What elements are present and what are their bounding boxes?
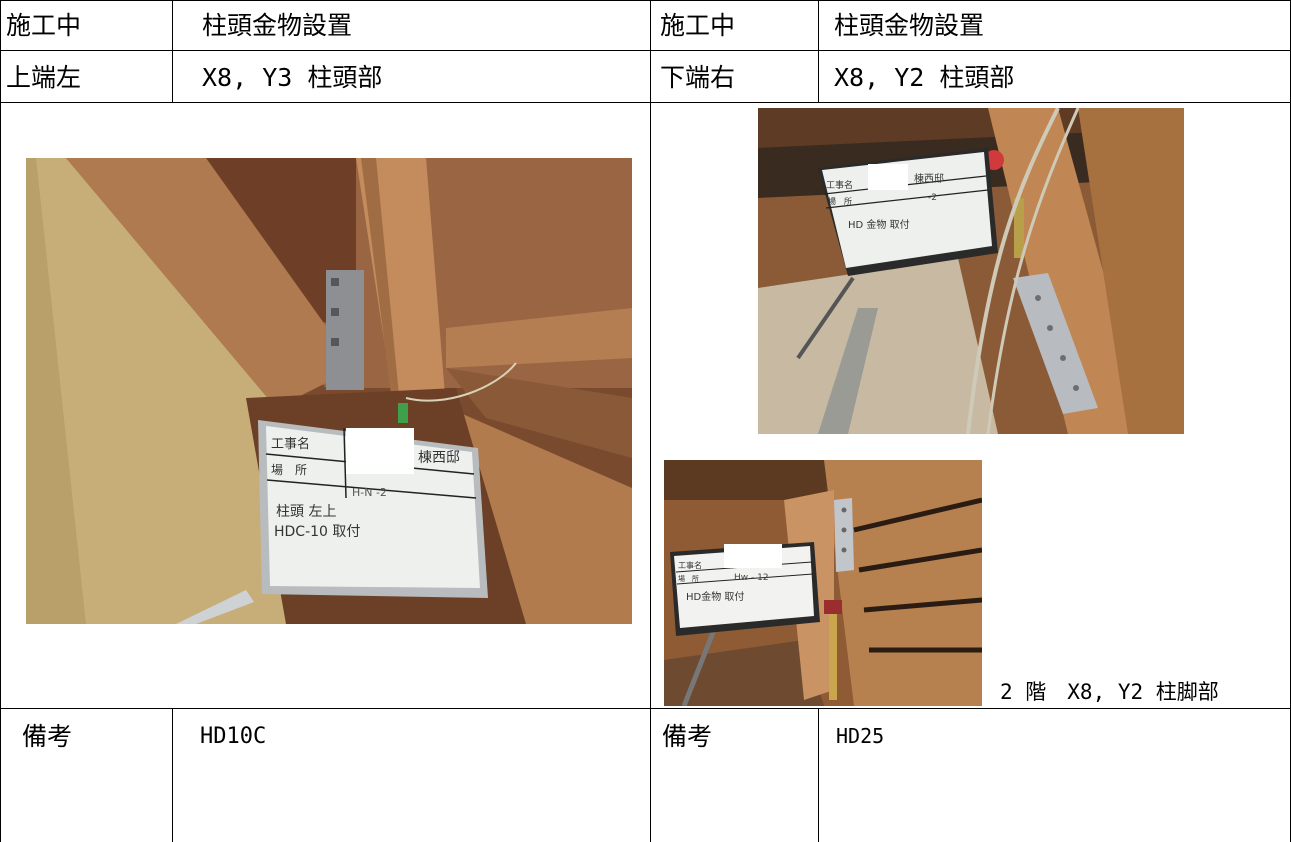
left-work: 柱頭金物設置 [202, 11, 353, 40]
right-bottom-board-title: 工事名 [678, 560, 702, 570]
left-board-note-1: 柱頭 左上 [276, 504, 336, 520]
right-bottom-board-note: HD金物 取付 [686, 590, 744, 603]
right-label-divider-top [818, 0, 819, 102]
right-top-board-place-label: 場 所 [828, 196, 852, 206]
left-label-divider-bottom [172, 708, 173, 842]
left-remarks-value: HD10C [200, 724, 267, 749]
right-top-board-note: HD 金物 取付 [848, 218, 910, 231]
left-board-place-label: 場 所 [271, 463, 307, 477]
row1-divider [0, 50, 1291, 51]
left-remarks-label: 備考 [22, 722, 73, 751]
left-border [0, 0, 1, 842]
left-position: 上端左 [6, 63, 82, 92]
top-border [0, 0, 1291, 1]
left-status: 施工中 [6, 11, 82, 40]
left-board-project: 棟西邸 [418, 450, 460, 466]
center-divider [650, 0, 651, 842]
left-board-place-value: H-N -2 [352, 486, 387, 499]
right-label-divider-bottom [818, 708, 819, 842]
right-top-board-title: 工事名 [826, 179, 853, 191]
right-remarks-label: 備考 [662, 722, 713, 751]
right-position: 下端右 [660, 63, 736, 92]
right-top-board-project: 棟西邸 [914, 172, 944, 185]
left-photo: 工事名 場 所 H-N -2 棟西邸 柱頭 左上 HDC-10 取付 [26, 158, 632, 624]
right-work: 柱頭金物設置 [834, 11, 985, 40]
left-board-note-2: HDC-10 取付 [274, 524, 360, 540]
row3-divider [0, 708, 1291, 709]
right-bottom-photo: 工事名 場 所 Hw - 12 HD金物 取付 [664, 460, 982, 706]
right-bottom-board-place-label: 場 所 [678, 574, 699, 583]
right-location: X8, Y2 柱頭部 [834, 63, 1015, 92]
right-top-board-place-value: -2 [928, 193, 937, 203]
left-location: X8, Y3 柱頭部 [202, 63, 383, 92]
left-label-divider-top [172, 0, 173, 102]
right-bottom-caption: 2 階 X8, Y2 柱脚部 [1000, 680, 1219, 704]
right-top-photo: 工事名 場 所 -2 棟西邸 HD 金物 取付 [758, 108, 1184, 434]
left-board-title: 工事名 [271, 436, 310, 452]
right-bottom-board-place-value: Hw - 12 [734, 573, 769, 583]
right-status: 施工中 [660, 11, 736, 40]
right-remarks-value: HD25 [836, 724, 885, 748]
row2-divider [0, 102, 1291, 103]
